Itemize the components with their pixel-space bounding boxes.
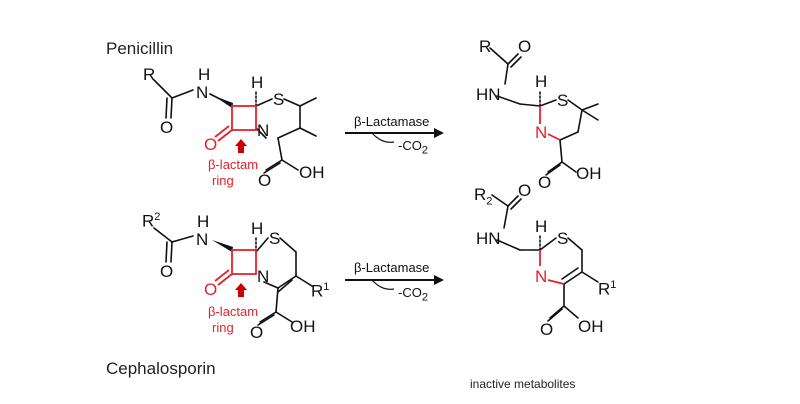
atom-label: S: [273, 90, 285, 109]
beta-lactam-label: ring: [212, 173, 234, 188]
cephalosporin-title: Cephalosporin: [106, 359, 216, 378]
enzyme-label: β-Lactamase: [354, 260, 430, 275]
atom-label: O: [160, 118, 174, 137]
atom-label: R: [143, 65, 156, 84]
beta-lactam-ring-penicillin: [214, 105, 257, 142]
atom-label-r2: R2: [142, 211, 161, 231]
atom-label: H: [535, 217, 548, 236]
atom-label: N: [196, 83, 209, 102]
atom-label: O: [518, 37, 532, 56]
atom-label: H: [251, 73, 264, 92]
atom-label: S: [269, 229, 281, 248]
wedge-bond: [214, 96, 233, 108]
penicillin-title: Penicillin: [106, 39, 174, 58]
atom-label: S: [557, 229, 569, 248]
cephalosporoate-structure: [491, 194, 599, 322]
atom-label: N: [257, 267, 270, 286]
atom-label: O: [538, 173, 552, 192]
atom-label: N: [535, 123, 548, 142]
atom-label: OH: [576, 164, 602, 183]
beta-lactam-label: ring: [212, 320, 234, 335]
atom-label: N: [196, 230, 209, 249]
atom-label: HN: [476, 229, 501, 248]
atom-label: H: [535, 72, 548, 91]
atom-label: OH: [578, 317, 604, 336]
beta-lactam-label: β-lactam: [208, 157, 259, 172]
opened-ring-bonds-top: [539, 106, 561, 141]
red-arrow-icon: [235, 283, 247, 297]
atom-label: N: [535, 267, 548, 286]
atom-label: O: [518, 181, 532, 200]
atom-label: OH: [290, 317, 316, 336]
co2-label: -CO2: [398, 138, 428, 157]
inactive-metabolites-caption: inactive metabolites: [470, 377, 576, 391]
beta-lactam-label: β-lactam: [208, 304, 259, 319]
atom-label-r1: R1: [311, 281, 330, 301]
atom-label: H: [197, 212, 210, 231]
atom-label-r2: R2: [474, 185, 493, 208]
atom-label: O: [258, 171, 272, 190]
atom-label: S: [557, 91, 569, 110]
opened-ring-bonds-bottom: [539, 250, 565, 285]
atom-label: H: [198, 65, 211, 84]
atom-label: O: [204, 135, 218, 154]
red-arrow-icon: [235, 139, 247, 153]
atom-label: N: [257, 121, 270, 140]
co2-label: -CO2: [398, 285, 428, 304]
atom-label: O: [160, 262, 174, 281]
atom-label: O: [204, 280, 218, 299]
enzyme-label: β-Lactamase: [354, 114, 430, 129]
atom-label: OH: [299, 163, 325, 182]
penicilloate-structure: [489, 47, 599, 176]
reaction-arrow-bottom: [345, 275, 444, 290]
atom-label: R: [479, 37, 492, 56]
atom-label-r1: R1: [598, 279, 617, 299]
atom-label: O: [250, 323, 264, 342]
cephalosporin-structure: [153, 227, 313, 326]
wedge-bond: [212, 240, 233, 252]
reaction-arrow-top: [345, 128, 444, 143]
atom-label: H: [251, 219, 264, 238]
atom-label: O: [540, 320, 554, 339]
beta-lactam-ring-cephalosporin: [214, 249, 257, 286]
atom-label: HN: [476, 85, 501, 104]
